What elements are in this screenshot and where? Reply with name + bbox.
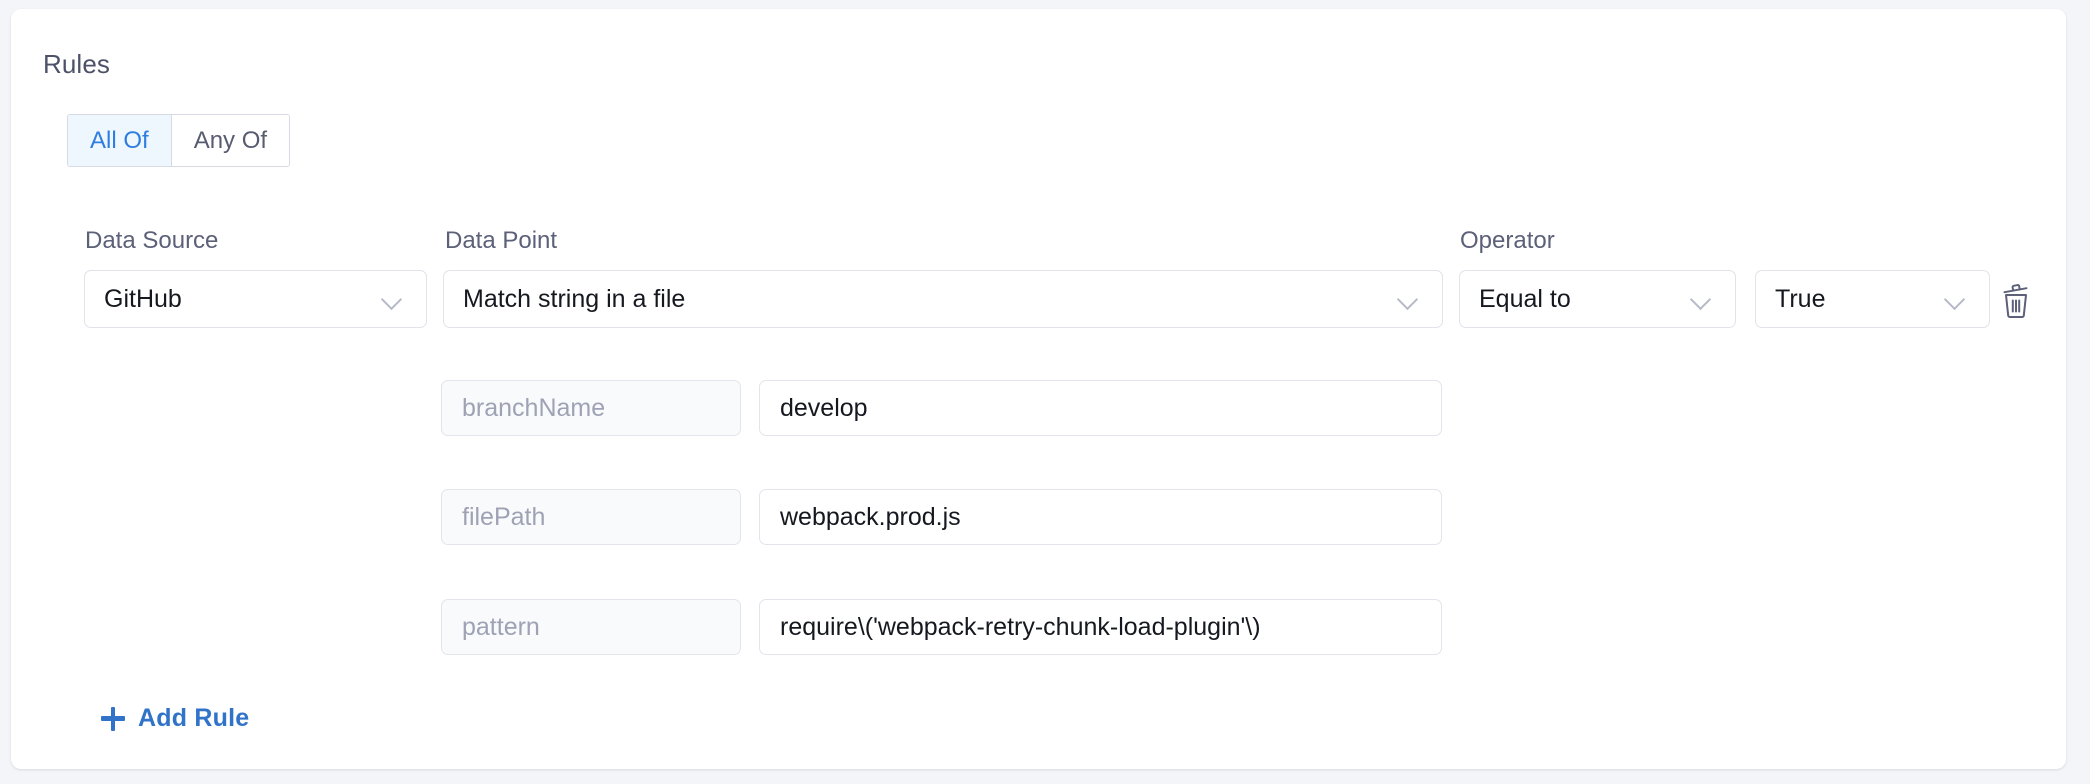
parameter-value-input[interactable]: webpack.prod.js <box>759 489 1442 545</box>
data-point-select[interactable]: Match string in a file <box>443 270 1443 328</box>
operator-value-select-value: True <box>1775 284 1826 313</box>
chevron-down-icon <box>1396 286 1422 312</box>
delete-rule-button[interactable] <box>1996 281 2036 321</box>
parameter-key: filePath <box>441 489 741 545</box>
chevron-down-icon <box>1943 286 1969 312</box>
match-mode-segmented-control[interactable]: All Of Any Of <box>67 114 291 167</box>
parameter-row: pattern require\('webpack-retry-chunk-lo… <box>441 599 1442 655</box>
parameter-key: branchName <box>441 380 741 436</box>
parameter-value-input[interactable]: develop <box>759 380 1442 436</box>
data-point-select-value: Match string in a file <box>463 284 686 313</box>
chevron-down-icon <box>1689 286 1715 312</box>
add-rule-label: Add Rule <box>138 704 250 732</box>
column-label-data-source: Data Source <box>85 227 219 254</box>
operator-value-select[interactable]: True <box>1755 270 1990 328</box>
add-rule-button[interactable]: Add Rule <box>101 704 249 733</box>
segment-any-of[interactable]: Any Of <box>170 115 290 166</box>
data-source-select-value: GitHub <box>104 284 182 313</box>
segment-all-of[interactable]: All Of <box>68 115 171 166</box>
plus-icon <box>101 706 125 731</box>
column-label-data-point: Data Point <box>445 227 558 254</box>
operator-select-value: Equal to <box>1479 284 1571 313</box>
data-source-select[interactable]: GitHub <box>84 270 427 328</box>
chevron-down-icon <box>380 286 406 312</box>
page-title: Rules <box>43 49 110 79</box>
parameter-key: pattern <box>441 599 741 655</box>
parameter-row: branchName develop <box>441 380 1442 436</box>
parameter-value-input[interactable]: require\('webpack-retry-chunk-load-plugi… <box>759 599 1442 655</box>
operator-select[interactable]: Equal to <box>1459 270 1736 328</box>
rules-card: Rules All Of Any Of Data Source Data Poi… <box>11 9 2066 769</box>
parameter-row: filePath webpack.prod.js <box>441 489 1442 545</box>
column-label-operator: Operator <box>1460 227 1555 254</box>
trash-icon <box>2003 284 2028 319</box>
